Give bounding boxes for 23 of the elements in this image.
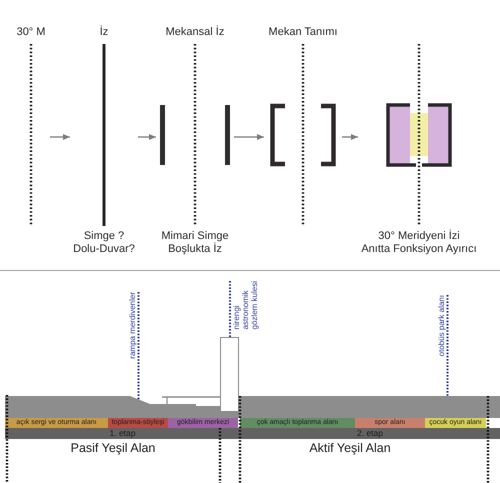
arrow bbox=[138, 134, 156, 140]
leader-line bbox=[138, 292, 140, 400]
stage-heading: 30° M bbox=[16, 26, 46, 39]
callout-label: rampa merdivenler bbox=[128, 292, 137, 359]
stage-caption: Simge ? Dolu-Duvar? bbox=[73, 230, 135, 256]
leader-line bbox=[229, 281, 231, 337]
callout-label: otobüs park alanı bbox=[437, 295, 446, 356]
stage-caption: Mimari Simge Boşlukta İz bbox=[161, 230, 229, 256]
leader-line bbox=[446, 295, 448, 396]
arrow bbox=[342, 134, 358, 140]
arrow bbox=[234, 134, 264, 140]
phase-strip: 2. etap bbox=[240, 428, 500, 439]
area-label: Pasif Yeşil Alan bbox=[70, 441, 156, 456]
stage-heading: Mekansal İz bbox=[166, 26, 224, 39]
callout-label: nirengi astronomik gözlem kulesi bbox=[232, 281, 259, 330]
stage-heading: İz bbox=[100, 26, 108, 39]
stage-heading: Mekan Tanımı bbox=[268, 26, 338, 39]
arrow bbox=[50, 134, 70, 140]
area-label: Aktif Yeşil Alan bbox=[309, 441, 391, 456]
stage-caption: 30° Meridyeni İzi Anıtta Fonksiyon Ayırıcı bbox=[361, 230, 477, 256]
phase-strip: 1. etap bbox=[5, 428, 240, 439]
ground-section bbox=[5, 395, 500, 418]
tower-section bbox=[220, 337, 239, 412]
